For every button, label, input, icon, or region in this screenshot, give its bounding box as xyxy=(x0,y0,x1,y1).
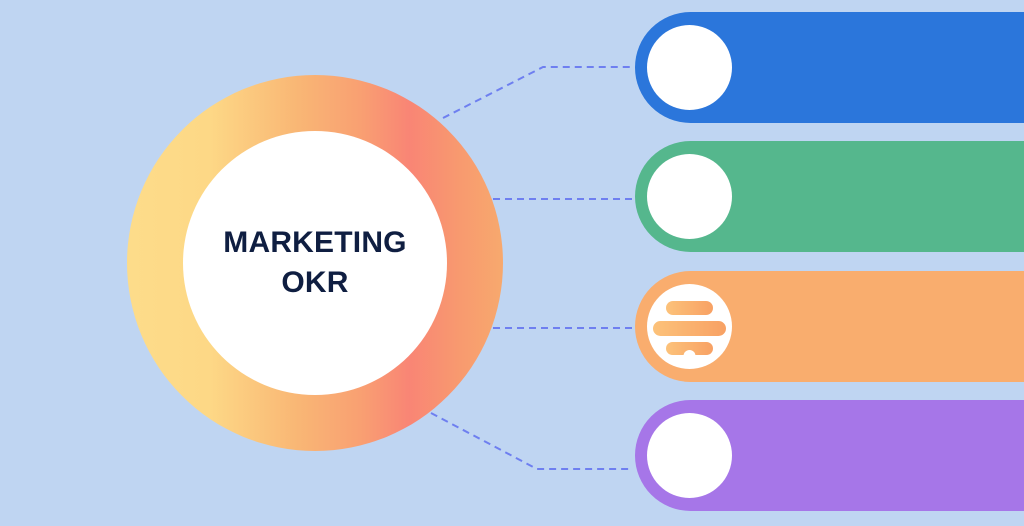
branch-2-circle-icon xyxy=(647,154,732,239)
branch-1-circle-icon xyxy=(647,25,732,110)
connector-line-4 xyxy=(430,412,633,470)
branch-bar-2 xyxy=(635,141,1024,252)
logo-stacked-bars-icon xyxy=(653,301,726,355)
connector-line-1 xyxy=(442,66,633,119)
branch-bar-4 xyxy=(635,400,1024,511)
branch-bar-1 xyxy=(635,12,1024,123)
center-title-line2: OKR xyxy=(281,266,349,299)
branch-4-circle-icon xyxy=(647,413,732,498)
center-title-line1: MARKETING xyxy=(223,226,407,259)
branch-bar-3 xyxy=(635,271,1024,382)
branch-3-logo xyxy=(647,284,732,369)
center-node: MARKETING OKR xyxy=(183,131,447,395)
